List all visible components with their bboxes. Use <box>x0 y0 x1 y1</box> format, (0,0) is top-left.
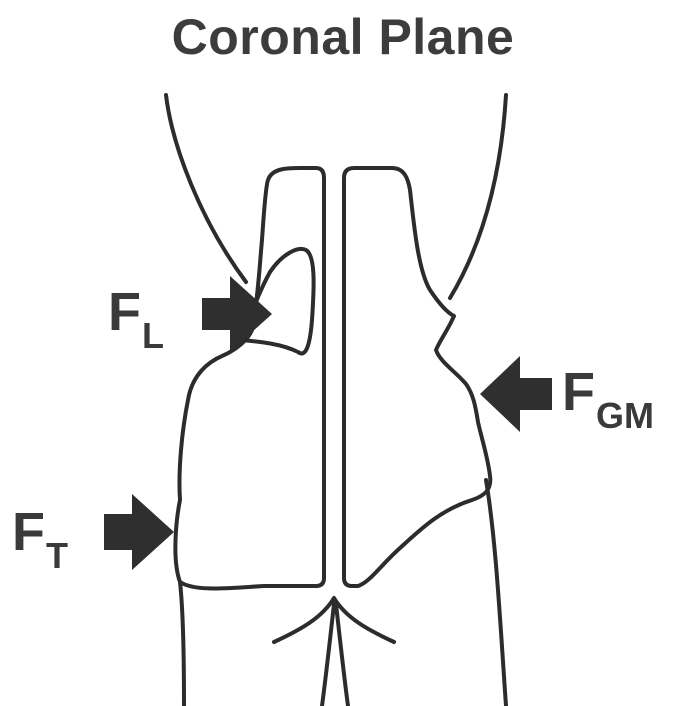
force-letter: F <box>562 362 595 422</box>
force-subscript: L <box>142 315 164 356</box>
right-inner-leg <box>336 604 348 706</box>
left-inner-leg <box>322 604 334 706</box>
force-letter: F <box>108 282 141 342</box>
force-subscript: GM <box>596 395 654 436</box>
force-label-fl: FL <box>108 285 164 339</box>
left-thigh-contour <box>166 95 246 282</box>
force-letter: F <box>12 502 45 562</box>
left-pelvis-outline <box>175 168 324 589</box>
right-pelvis-outline <box>344 168 490 586</box>
force-label-fgm: FGM <box>562 365 654 419</box>
force-arrow-fgm <box>480 356 552 432</box>
force-arrow-ft <box>104 494 174 570</box>
left-leg-contour <box>180 582 184 706</box>
right-thigh-contour <box>450 95 506 298</box>
force-label-ft: FT <box>12 505 68 559</box>
right-leg-contour <box>486 480 506 706</box>
force-subscript: T <box>46 535 68 576</box>
